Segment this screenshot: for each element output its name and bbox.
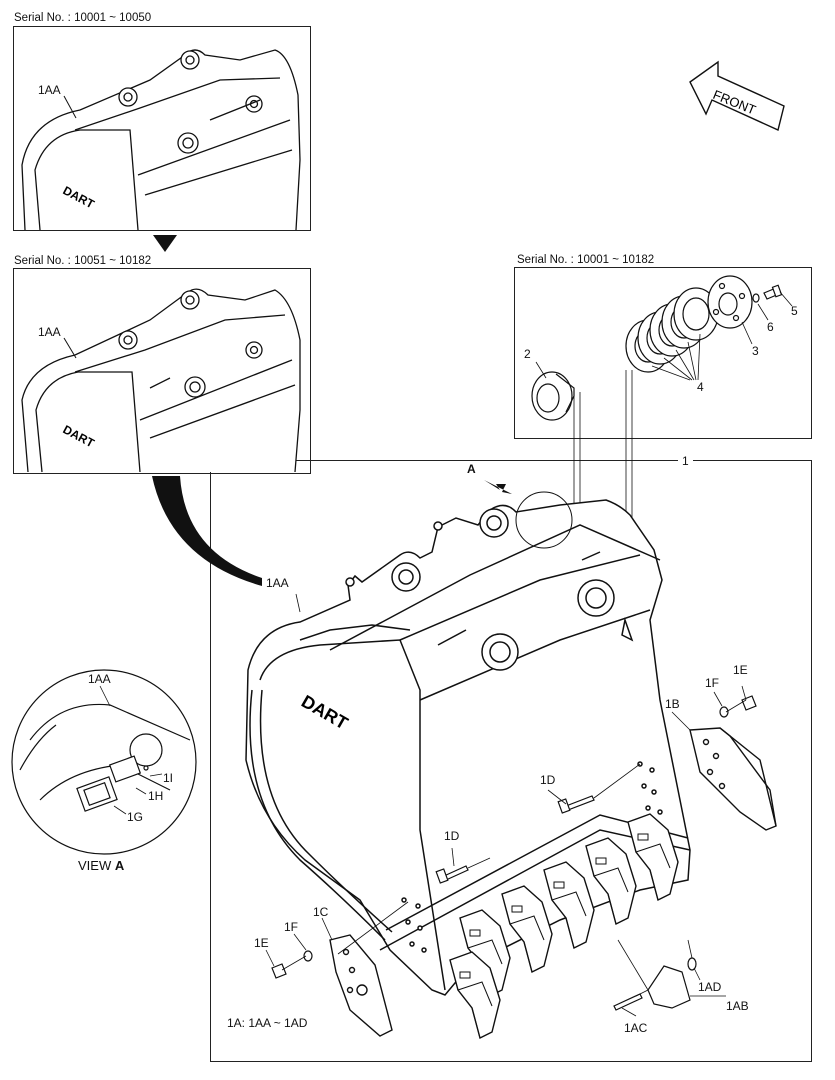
front-arrow-icon	[689, 60, 785, 131]
part-label-1: 1	[678, 454, 693, 468]
view-a-arrow-label: A	[467, 462, 476, 476]
view-a-caption: VIEW A	[78, 858, 124, 873]
inset-top-part-label: 1AA	[38, 83, 61, 97]
part-label-4: 4	[697, 380, 704, 394]
inset-top-bucket	[21, 49, 301, 231]
part-label-1f-right: 1F	[705, 676, 720, 690]
serial-label-middle: Serial No. : 10051 ~ 10182	[14, 255, 152, 267]
side-cutter-left	[329, 934, 393, 1037]
inset-frame-hardware	[514, 267, 812, 439]
fasteners	[271, 695, 757, 1011]
serial-label-hardware: Serial No. : 10001 ~ 10182	[517, 254, 655, 266]
view-a-arrow-icon	[484, 480, 512, 494]
view-a-label-1h: 1H	[148, 789, 164, 803]
view-a-caption-letter: A	[114, 858, 125, 873]
inset-frame-top	[13, 26, 311, 231]
detail-circle	[515, 491, 573, 549]
part-label-1ab: 1AB	[726, 999, 749, 1013]
side-cutter-right	[689, 727, 777, 831]
part-label-1ad: 1AD	[698, 980, 722, 994]
part-label-1f-left: 1F	[284, 920, 299, 934]
main-frame	[210, 460, 812, 1062]
part-label-1d-right: 1D	[540, 773, 556, 787]
range-note: 1A: 1AA ~ 1AD	[227, 1016, 308, 1030]
view-a-label-1g: 1G	[127, 810, 144, 824]
inset-frame-middle	[13, 268, 311, 474]
part-label-1ac: 1AC	[624, 1021, 648, 1035]
main-leaders	[265, 593, 747, 1017]
part-label-1d-left: 1D	[444, 829, 460, 843]
part-label-2: 2	[524, 347, 531, 361]
serial-label-top: Serial No. : 10001 ~ 10050	[14, 12, 152, 24]
hardware-parts	[531, 275, 783, 421]
part-label-3: 3	[752, 344, 759, 358]
part-label-1b: 1B	[665, 697, 680, 711]
part-label-1c: 1C	[313, 905, 329, 919]
down-arrow-icon	[153, 235, 177, 252]
part-label-6: 6	[767, 320, 774, 334]
view-a-label-1aa: 1AA	[88, 672, 111, 686]
view-a-label-1i: 1I	[163, 771, 174, 785]
view-a-caption-prefix: VIEW	[78, 858, 112, 873]
part-label-1e-left: 1E	[254, 936, 269, 950]
inset-middle-part-label: 1AA	[38, 325, 61, 339]
inset-middle-bucket	[21, 288, 301, 473]
part-label-5: 5	[791, 304, 798, 318]
part-label-1aa: 1AA	[266, 576, 289, 590]
connector-arrow	[152, 476, 262, 586]
view-a-detail	[11, 669, 197, 855]
part-label-1e-right: 1E	[733, 663, 748, 677]
